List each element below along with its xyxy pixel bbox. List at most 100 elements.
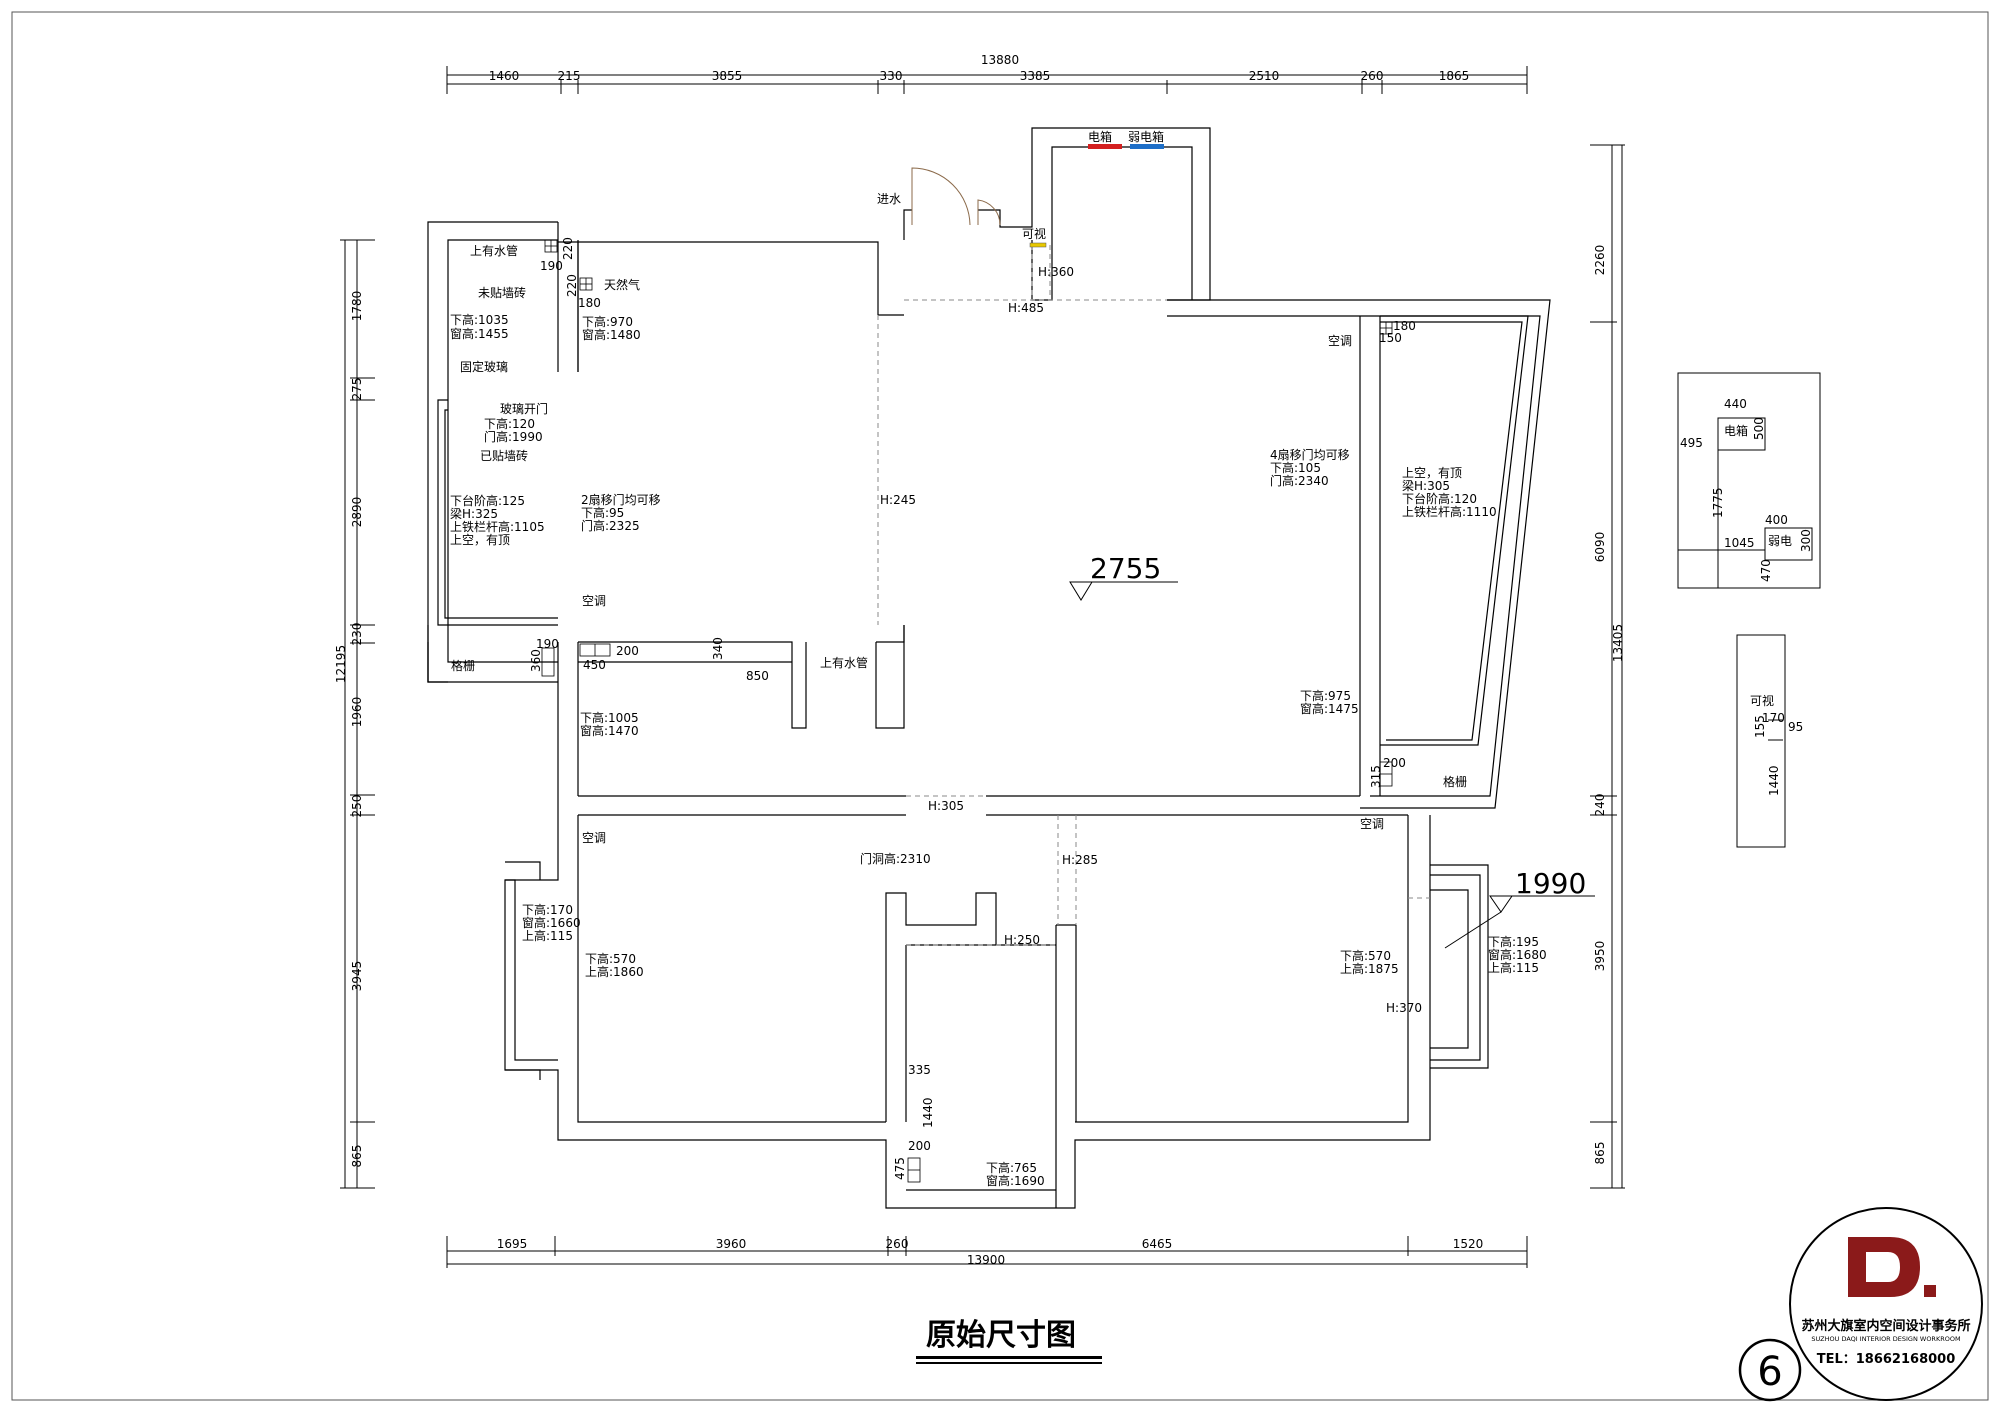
ac-label: 空调 — [1328, 334, 1352, 348]
dim-left-seg: 3945 — [350, 961, 364, 992]
inset-dim: 495 — [1680, 436, 1703, 450]
dim-top-seg: 1865 — [1439, 69, 1470, 83]
walls — [427, 127, 1551, 1209]
note: 上高:1860 — [585, 964, 644, 979]
dim-left-seg: 1960 — [350, 697, 364, 728]
inset-dim: 1775 — [1711, 487, 1725, 518]
note: 梁H:325 — [450, 506, 498, 521]
small-dims: 190 220 220 180 180 150 190 360 450 200 … — [529, 237, 1416, 1180]
note: 下高:1005 — [580, 710, 639, 725]
dims-bottom — [446, 1236, 1528, 1268]
fixed-glass-label: 固定玻璃 — [460, 359, 508, 374]
dim-bottom-seg: 1520 — [1453, 1237, 1484, 1251]
title-underline — [916, 1356, 1102, 1359]
note: 上空，有顶 — [1402, 466, 1462, 480]
inset-elec-detail — [1677, 372, 1821, 589]
inset-elec-label: 电箱 — [1724, 423, 1748, 438]
dim-left-seg: 1780 — [350, 291, 364, 322]
weak-box-label: 弱电箱 — [1128, 129, 1164, 144]
intercom-label: 可视 — [1022, 226, 1046, 241]
small-dim: 340 — [711, 637, 725, 660]
dim-left-seg: 865 — [350, 1145, 364, 1168]
note: 下高:1035 — [450, 312, 509, 327]
note: 上高:1875 — [1340, 961, 1399, 976]
dim-right-seg: 2260 — [1593, 245, 1607, 276]
note: 窗高:1470 — [580, 723, 639, 738]
room-labels: 进水 电箱 弱电箱 可视 H:360 H:485 H:245 H:305 H:2… — [450, 129, 1547, 1188]
ac-label: 空调 — [582, 831, 606, 845]
height-label: H:485 — [1008, 301, 1044, 315]
inset-dim: 470 — [1759, 559, 1773, 582]
inset-dim: 400 — [1765, 513, 1788, 527]
dim-left-total: 12195 — [334, 645, 348, 683]
weak-box-mark — [1130, 144, 1164, 149]
note: 下高:120 — [484, 416, 535, 431]
small-dim: 200 — [616, 644, 639, 658]
dims-top — [446, 66, 1528, 94]
small-dim: 150 — [1379, 331, 1402, 345]
logo-company-cn: 苏州大旗室内空间设计事务所 — [1801, 1318, 1970, 1334]
small-dim: 190 — [540, 259, 563, 273]
small-dim: 850 — [746, 669, 769, 683]
dim-bottom-total: 13900 — [967, 1253, 1005, 1267]
elec-box-mark — [1088, 144, 1122, 149]
note: 下高:970 — [582, 314, 633, 329]
dim-bottom-seg: 3960 — [716, 1237, 747, 1251]
page-number: 6 — [1757, 1349, 1782, 1395]
entry-door — [911, 167, 1001, 226]
pipe-label: 上有水管 — [820, 655, 868, 670]
inset-dim: 500 — [1752, 417, 1766, 440]
note: 下高:570 — [585, 951, 636, 966]
note: 下高:105 — [1270, 460, 1321, 475]
dims-left — [340, 239, 375, 1189]
small-dim: 220 — [561, 237, 575, 260]
dim-left-seg: 230 — [350, 623, 364, 646]
dim-right-seg: 865 — [1593, 1142, 1607, 1165]
inset-intercom-detail — [1736, 634, 1786, 848]
inset-weak-label: 弱电 — [1768, 534, 1792, 548]
dim-bottom-seg: 6465 — [1142, 1237, 1173, 1251]
logo-tel: TEL：18662168000 — [1817, 1352, 1956, 1367]
note: 下高:195 — [1488, 934, 1539, 949]
small-dim: 360 — [529, 649, 543, 672]
note: 下高:170 — [522, 902, 573, 917]
note: 上空，有顶 — [450, 533, 510, 547]
height-label: H:370 — [1386, 1001, 1422, 1015]
logo-company-en: SUZHOU DAQI INTERIOR DESIGN WORKROOM — [1811, 1335, 1960, 1343]
dim-left-seg: 275 — [350, 378, 364, 401]
note: 上铁栏杆高:1110 — [1402, 504, 1497, 519]
sliding4-label: 4扇移门均可移 — [1270, 447, 1350, 462]
ac-label: 空调 — [1360, 817, 1384, 831]
ac-label: 空调 — [582, 594, 606, 608]
small-dim: 315 — [1369, 765, 1383, 788]
dim-bottom-seg: 1695 — [497, 1237, 528, 1251]
elec-box-label: 电箱 — [1088, 129, 1112, 144]
note: 下高:95 — [581, 505, 624, 520]
pipe-label: 上有水管 — [470, 243, 518, 258]
dim-right-seg: 240 — [1593, 794, 1607, 817]
dim-right-total: 13405 — [1611, 624, 1625, 662]
dim-top-seg: 1460 — [489, 69, 520, 83]
small-dim: 450 — [583, 658, 606, 672]
height-label: H:250 — [1004, 933, 1040, 947]
note: 下台阶高:125 — [450, 493, 525, 508]
dim-right-seg: 3950 — [1593, 941, 1607, 972]
note: 门高:1990 — [484, 429, 543, 444]
dim-top-seg: 260 — [1361, 69, 1384, 83]
dim-right-seg: 6090 — [1593, 532, 1607, 563]
small-dim: 180 — [1393, 319, 1416, 333]
tiled-label: 已贴墙砖 — [480, 448, 528, 463]
note: 门高:2325 — [581, 518, 640, 533]
small-dim: 220 — [565, 274, 579, 297]
note: 窗高:1690 — [986, 1173, 1045, 1188]
dim-top-seg: 215 — [558, 69, 581, 83]
note: 窗高:1455 — [450, 326, 509, 341]
small-dim: 200 — [1383, 756, 1406, 770]
small-dim: 190 — [536, 637, 559, 651]
height-label: H:305 — [928, 799, 964, 813]
glass-door-label: 玻璃开门 — [500, 401, 548, 416]
elevation-secondary: 1990 — [1515, 867, 1586, 900]
note: 下高:765 — [986, 1160, 1037, 1175]
height-label: H:360 — [1038, 265, 1074, 279]
